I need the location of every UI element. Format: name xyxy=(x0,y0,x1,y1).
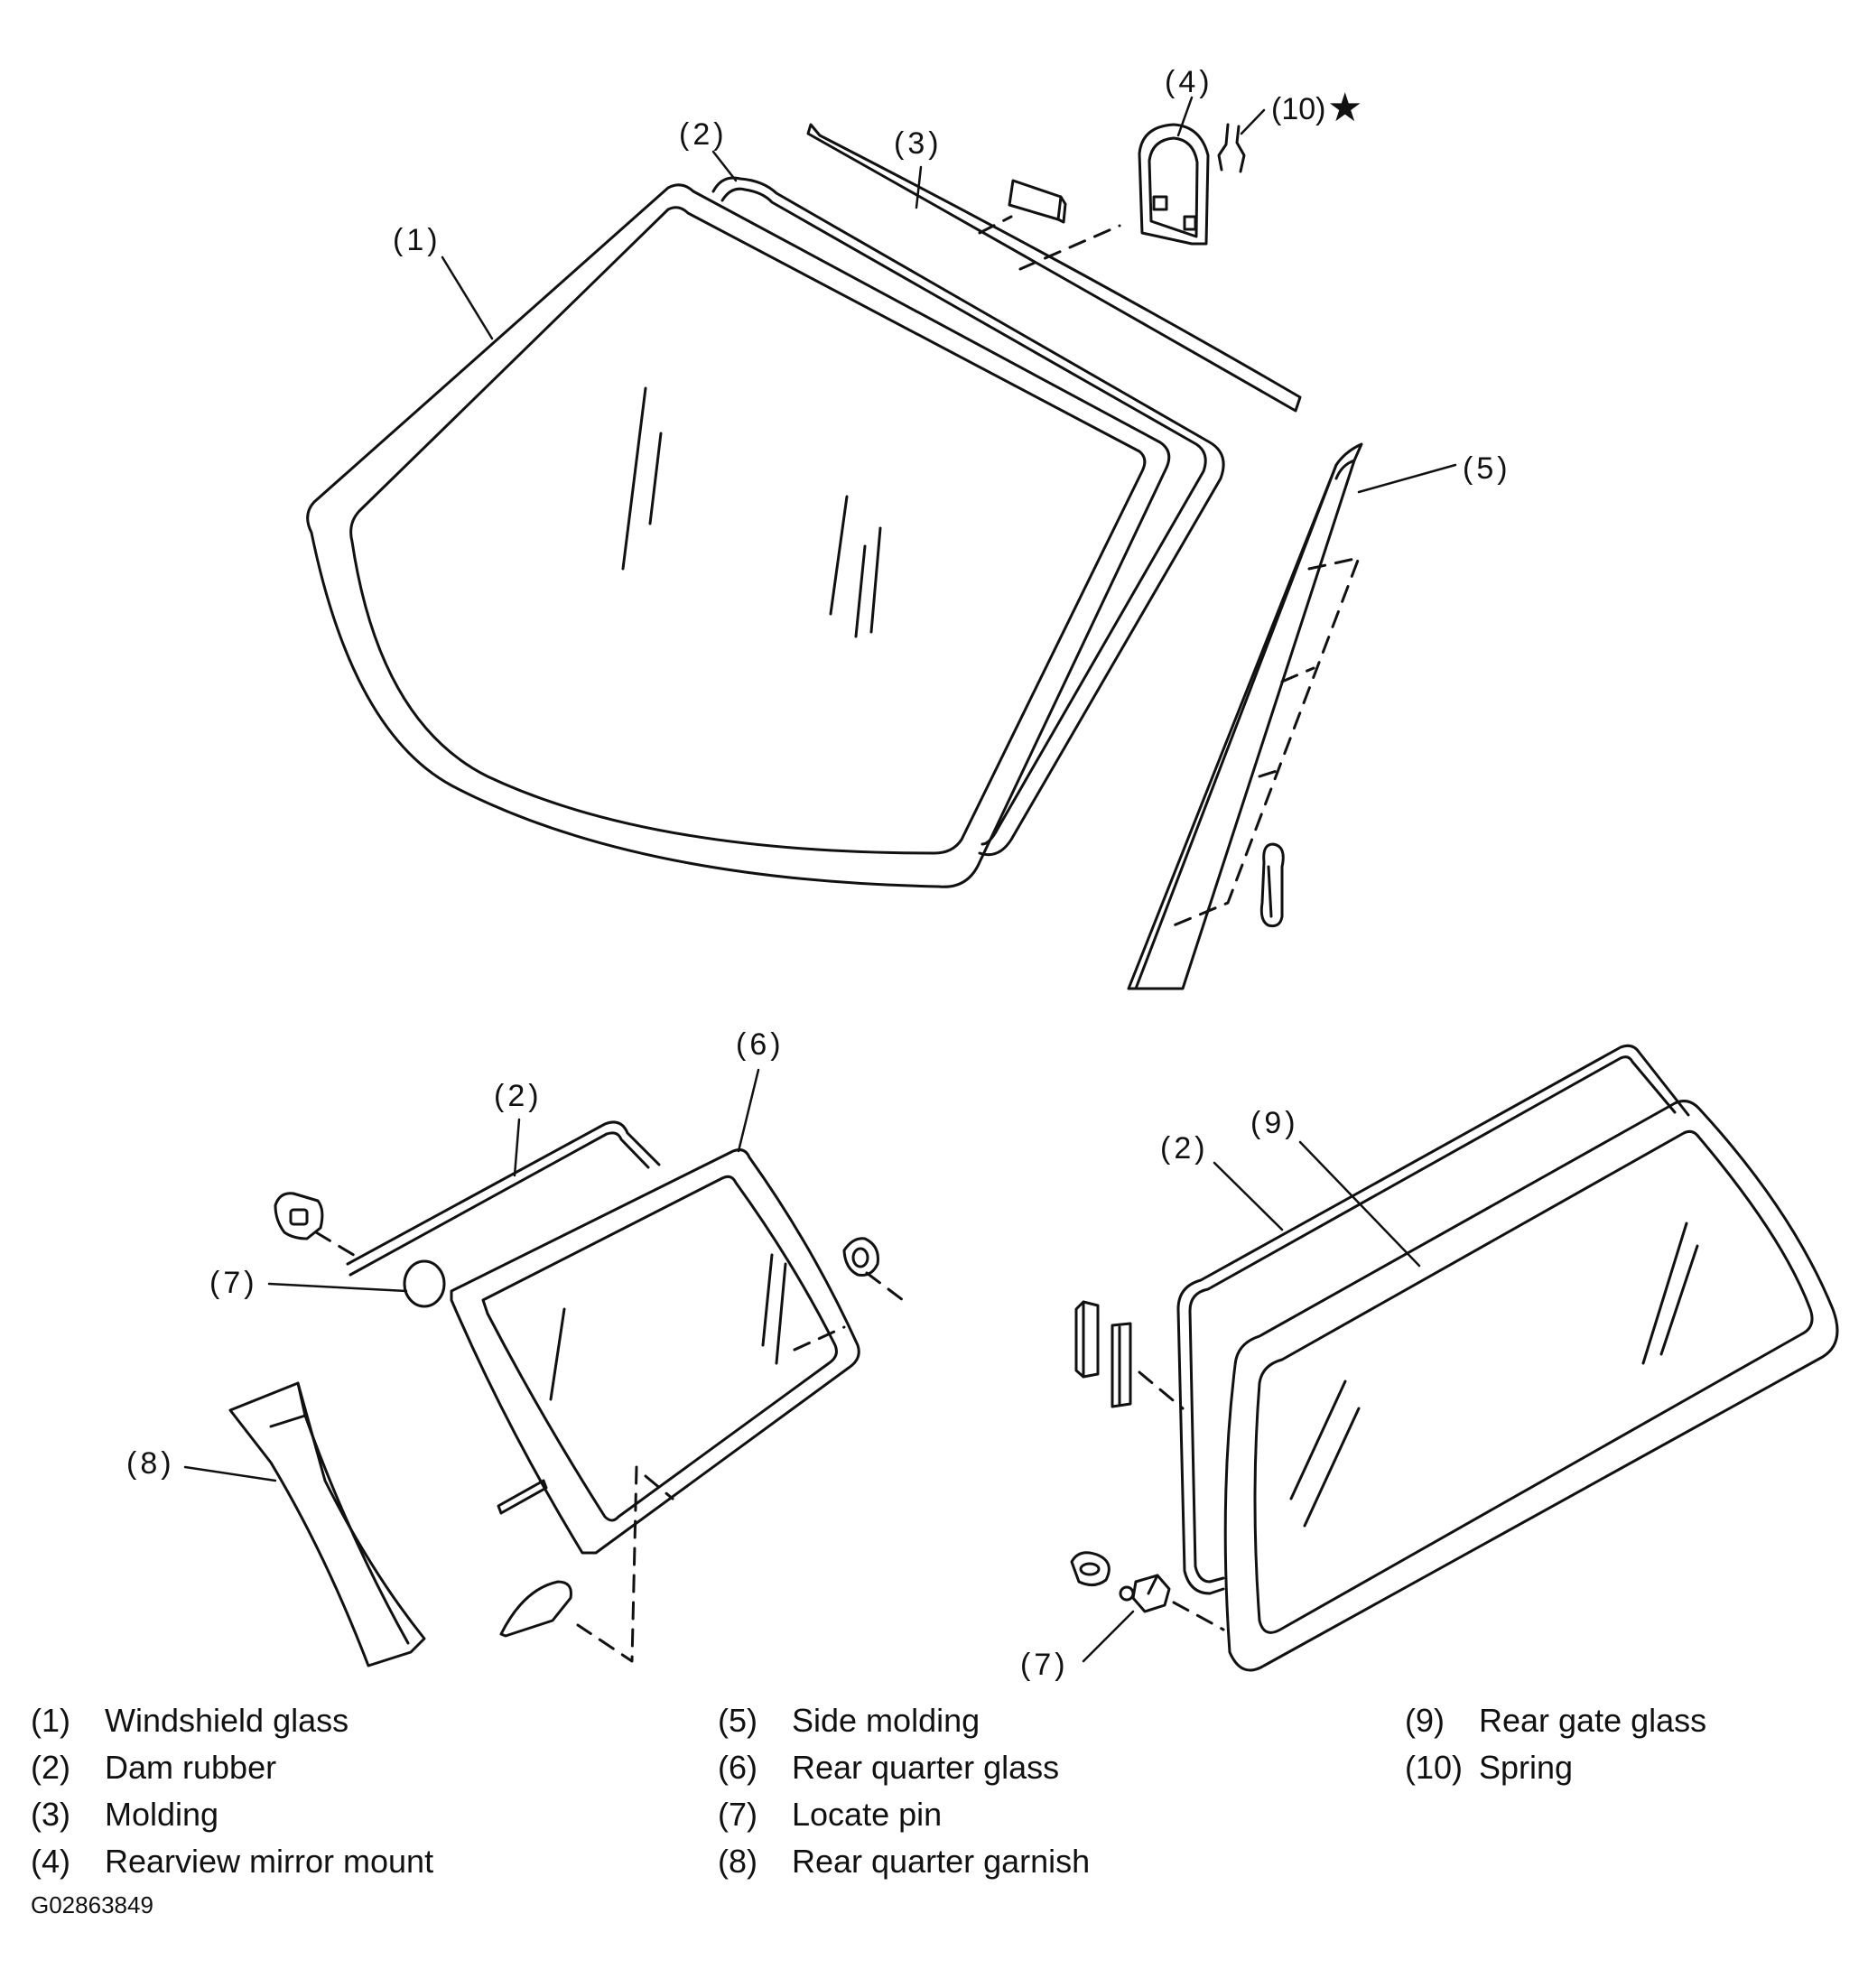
legend-item: (7) Locate pin xyxy=(718,1791,1090,1838)
legend-number: (8) xyxy=(718,1843,757,1880)
figure-id: G02863849 xyxy=(31,1891,153,1918)
legend-item: (3) Molding xyxy=(31,1791,433,1838)
legend-item: (4) Rearview mirror mount xyxy=(31,1838,433,1885)
callout-6: (6) xyxy=(736,1027,785,1062)
legend-item: (2) Dam rubber xyxy=(31,1744,433,1791)
callout-2-windshield: (2) xyxy=(679,117,728,152)
legend-item: (8) Rear quarter garnish xyxy=(718,1838,1090,1885)
dam-rubber-quarter xyxy=(346,1120,661,1277)
legend-number: (7) xyxy=(718,1796,757,1833)
leader-8 xyxy=(183,1465,277,1482)
legend-label: Rear quarter garnish xyxy=(792,1843,1091,1880)
legend-number: (10) xyxy=(1405,1749,1464,1786)
locate-pin-rear-gate xyxy=(1119,1574,1171,1613)
rear-gate-clip-c xyxy=(1070,1551,1111,1586)
side-molding-clip xyxy=(1259,842,1285,927)
rear-gate-clip-b xyxy=(1111,1322,1132,1408)
rear-gate-glass xyxy=(1223,1100,1839,1672)
callout-2-quarter: (2) xyxy=(494,1079,543,1113)
leader-2-rear-gate xyxy=(1213,1161,1284,1231)
leader-2-quarter xyxy=(513,1118,521,1177)
legend-number: (9) xyxy=(1405,1702,1445,1739)
side-molding xyxy=(1127,442,1363,990)
legend-label: Molding xyxy=(105,1796,219,1833)
locate-pin-quarter xyxy=(403,1259,446,1308)
molding xyxy=(806,123,1302,413)
legend-item: (10) Spring xyxy=(1405,1744,1706,1791)
dashed-leader-side-molding-c xyxy=(1258,767,1284,778)
star-icon: ★ xyxy=(1327,86,1362,130)
legend-item: (9) Rear gate glass xyxy=(1405,1697,1706,1744)
legend-number: (4) xyxy=(31,1843,70,1880)
legend-column-3: (9) Rear gate glass (10) Spring xyxy=(1405,1697,1706,1791)
leader-6 xyxy=(737,1068,760,1153)
dashed-leader-quarter-clip-upper xyxy=(314,1231,363,1261)
spring xyxy=(1217,123,1246,173)
legend-label: Rear gate glass xyxy=(1479,1702,1707,1739)
legend-column-1: (1) Windshield glass (2) Dam rubber (3) Mol… xyxy=(31,1697,433,1885)
quarter-clip-upper xyxy=(274,1192,324,1240)
leader-2-windshield xyxy=(711,150,738,182)
callout-5: (5) xyxy=(1463,451,1511,486)
legend-item: (1) Windshield glass xyxy=(31,1697,433,1744)
legend-label: Side molding xyxy=(792,1702,980,1739)
legend-number: (2) xyxy=(31,1749,70,1786)
leader-7-rear-gate xyxy=(1082,1610,1135,1663)
legend-label: Rear quarter glass xyxy=(792,1749,1060,1786)
rear-quarter-glass xyxy=(450,1148,860,1555)
dashed-leader-quarter-bracket xyxy=(576,1465,638,1663)
leader-5 xyxy=(1357,463,1457,494)
leader-4 xyxy=(1176,96,1194,137)
legend-number: (3) xyxy=(31,1796,70,1833)
legend-number: (1) xyxy=(31,1702,70,1739)
legend-label: Windshield glass xyxy=(105,1702,349,1739)
dashed-leader-quarter-lower xyxy=(644,1474,674,1500)
legend-number: (5) xyxy=(718,1702,757,1739)
windshield-glass xyxy=(306,183,1171,888)
dashed-leader-quarter-clip-right xyxy=(865,1271,905,1302)
dam-rubber-rear-gate xyxy=(1176,1044,1690,1595)
legend-column-2: (5) Side molding (6) Rear quarter glass (7… xyxy=(718,1697,1090,1885)
callout-8: (8) xyxy=(126,1446,175,1481)
rear-quarter-garnish xyxy=(228,1381,426,1668)
callout-10: (10) xyxy=(1271,92,1325,126)
leader-9 xyxy=(1298,1140,1421,1268)
rearview-mirror-mount xyxy=(1138,123,1210,246)
leader-10 xyxy=(1240,108,1266,135)
callout-2-rear-gate: (2) xyxy=(1160,1131,1209,1166)
dam-rubber-windshield xyxy=(711,176,1225,857)
callout-7-rear-gate: (7) xyxy=(1020,1648,1069,1682)
leader-1 xyxy=(441,255,494,340)
dashed-leader-quarter-glass xyxy=(793,1325,846,1352)
quarter-clip-right xyxy=(842,1237,879,1277)
dashed-leader-rear-gate-pin xyxy=(1172,1601,1225,1631)
callout-7-quarter: (7) xyxy=(209,1266,258,1300)
legend-label: Locate pin xyxy=(792,1796,943,1833)
dashed-leader-side-molding xyxy=(1172,556,1361,927)
legend-item: (6) Rear quarter glass xyxy=(718,1744,1090,1791)
legend-label: Spring xyxy=(1479,1749,1574,1786)
legend-item: (5) Side molding xyxy=(718,1697,1090,1744)
exploded-parts-diagram: (1) (2) (3) (4) (10) ★ (5) (6) (2) (7) (… xyxy=(126,65,1839,1682)
legend-label: Dam rubber xyxy=(105,1749,277,1786)
dashed-leader-side-molding-b xyxy=(1280,666,1315,683)
dashed-leader-rear-gate-clip xyxy=(1138,1370,1185,1410)
rear-gate-clip-a xyxy=(1074,1300,1100,1379)
legend-label: Rearview mirror mount xyxy=(105,1843,434,1880)
callout-3: (3) xyxy=(894,126,943,161)
callout-9: (9) xyxy=(1250,1106,1299,1140)
leader-3 xyxy=(915,165,923,209)
callout-1: (1) xyxy=(393,223,441,257)
callout-4: (4) xyxy=(1165,65,1213,99)
dashed-leader-molding-clip xyxy=(978,215,1013,235)
quarter-strip xyxy=(497,1479,548,1515)
dashed-leader-mirror-mount xyxy=(1018,224,1121,271)
quarter-bracket xyxy=(499,1580,572,1638)
leader-7-quarter xyxy=(267,1282,408,1293)
legend-number: (6) xyxy=(718,1749,757,1786)
